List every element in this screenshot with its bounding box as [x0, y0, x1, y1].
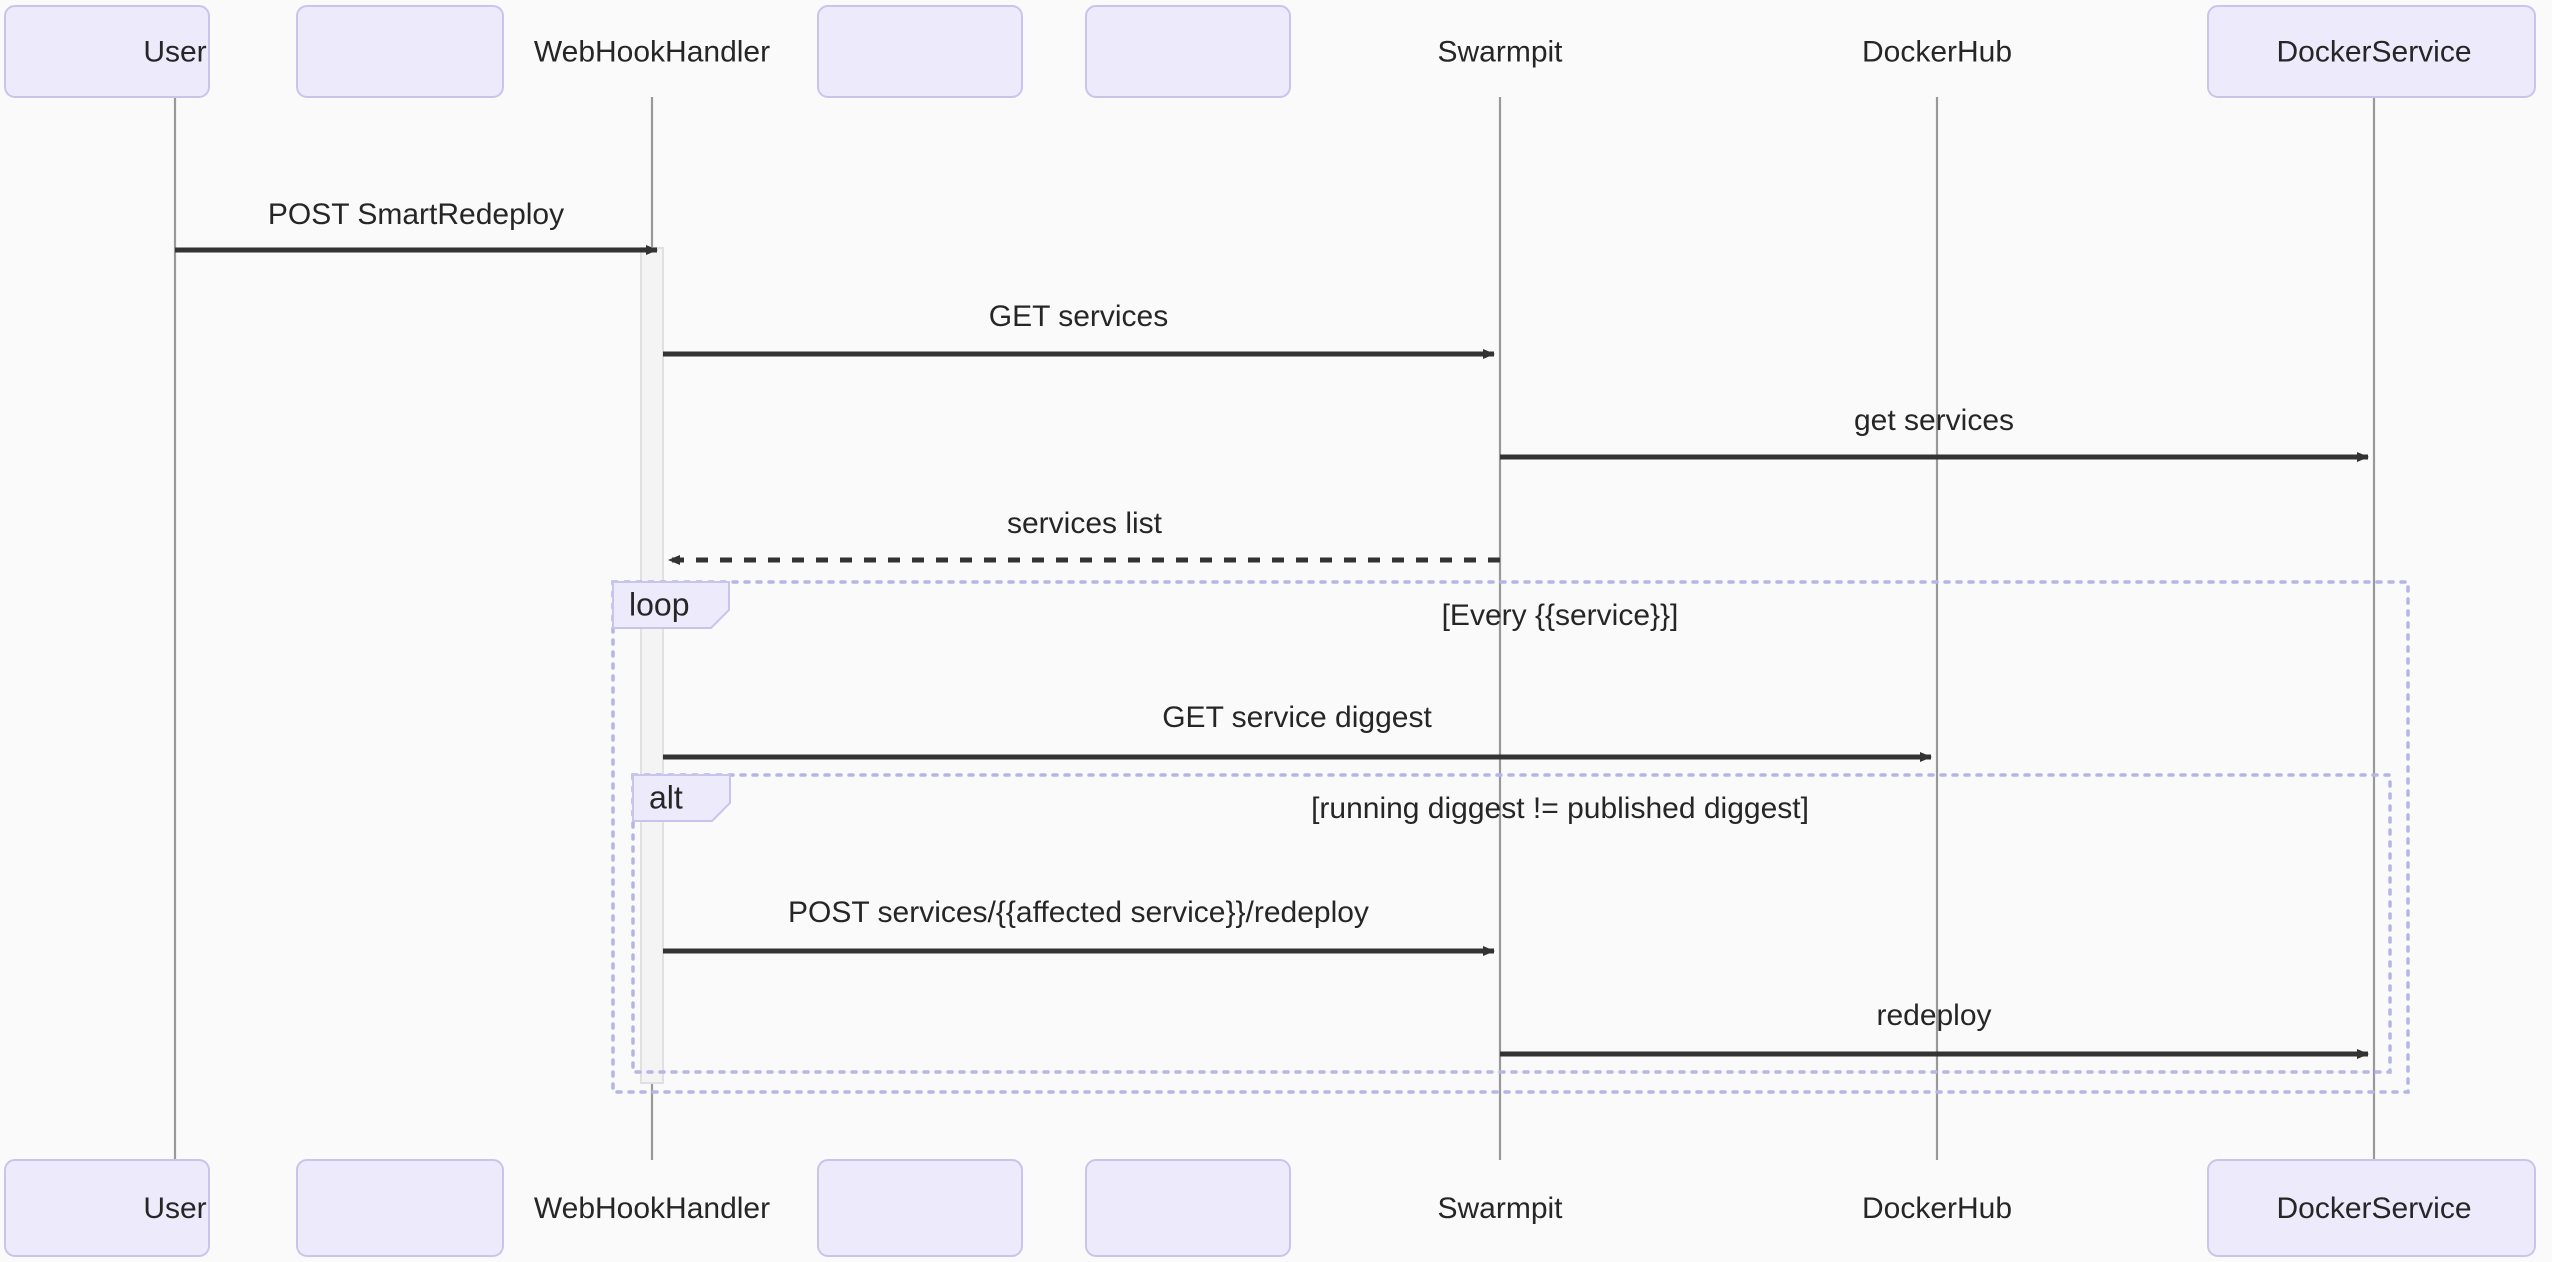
participant-box-user-top[interactable] — [4, 5, 210, 98]
message-label-m2: GET services — [989, 300, 1169, 333]
message-label-m3: get services — [1854, 404, 2014, 437]
frames-group: loop [Every {{service}}] alt [running digge… — [611, 580, 2410, 1094]
participant-label-dockerservice-bottom: DockerService — [2276, 1192, 2471, 1225]
participant-box-swarmpit-bottom[interactable] — [817, 1159, 1023, 1257]
participant-boxes-bottom: User WebHookHandler Swarmpit DockerHub Docke… — [4, 1159, 2536, 1257]
message-label-m4: services list — [1007, 507, 1163, 540]
participant-label-dockerhub-bottom: DockerHub — [1862, 1192, 2012, 1225]
participant-box-user-bottom[interactable] — [4, 1159, 210, 1257]
frame-label-shape-loop — [612, 581, 730, 629]
participant-boxes-top: User WebHookHandler Swarmpit DockerHub Docke… — [4, 5, 2536, 98]
message-label-m7: redeploy — [1876, 999, 1991, 1032]
frame-border-loop — [611, 580, 2410, 1094]
participant-label-dockerservice-top: DockerService — [2276, 35, 2471, 68]
participant-box-webhookhandler-bottom[interactable] — [296, 1159, 504, 1257]
frame-border-alt — [631, 773, 2392, 1074]
participant-box-webhookhandler-top[interactable] — [296, 5, 504, 98]
participant-box-dockerservice-top[interactable] — [2207, 5, 2536, 98]
participant-label-user-top: User — [143, 35, 206, 68]
message-label-m1: POST SmartRedeploy — [268, 198, 564, 231]
lifelines-group — [173, 97, 2376, 1160]
frame-label-alt: alt — [649, 779, 683, 815]
activation-bars-group — [640, 247, 664, 1084]
participant-label-webhookhandler-top: WebHookHandler — [534, 35, 770, 68]
frame-condition-loop: [Every {{service}}] — [1442, 599, 1679, 632]
message-label-m5: GET service diggest — [1162, 701, 1432, 734]
frame-condition-alt: [running diggest != published diggest] — [1311, 792, 1809, 825]
participant-label-webhookhandler-bottom: WebHookHandler — [534, 1192, 770, 1225]
activation-bar-webhookhandler — [640, 247, 664, 1084]
participant-label-user-bottom: User — [143, 1192, 206, 1225]
participant-label-swarmpit-bottom: Swarmpit — [1437, 1192, 1563, 1225]
frame-label-loop: loop — [629, 586, 690, 622]
participant-box-dockerhub-bottom[interactable] — [1085, 1159, 1291, 1257]
frame-label-shape-alt — [632, 774, 731, 822]
participant-box-dockerhub-top[interactable] — [1085, 5, 1291, 98]
message-label-m6: POST services/{{affected service}}/redep… — [788, 896, 1369, 929]
participant-label-swarmpit-top: Swarmpit — [1437, 35, 1563, 68]
participant-box-dockerservice-bottom[interactable] — [2207, 1159, 2536, 1257]
participant-box-swarmpit-top[interactable] — [817, 5, 1023, 98]
participant-label-dockerhub-top: DockerHub — [1862, 35, 2012, 68]
